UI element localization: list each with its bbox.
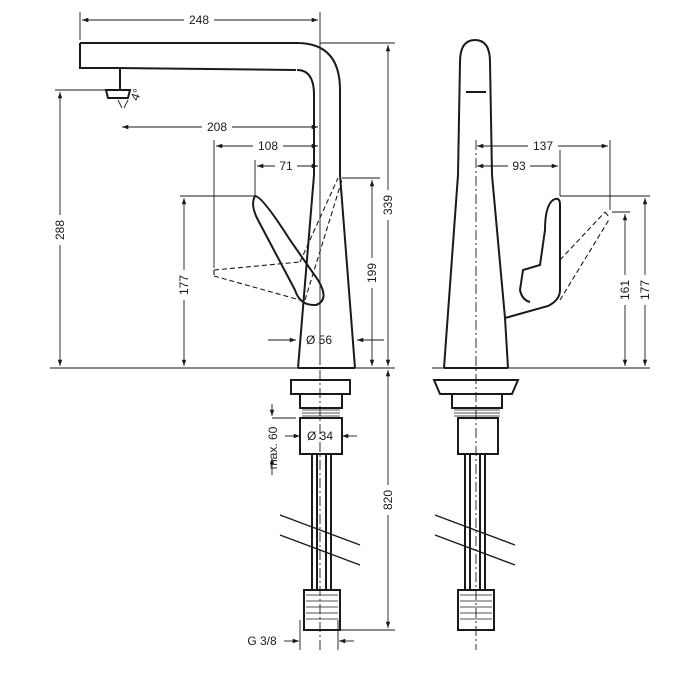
extension-lines — [50, 12, 650, 650]
label-177-side: 177 — [638, 280, 652, 300]
label-208: 208 — [207, 120, 227, 134]
label-199: 199 — [365, 263, 379, 283]
label-max-60: max. 60 — [266, 426, 280, 469]
label-71: 71 — [279, 159, 293, 173]
label-g-3-8: G 3/8 — [247, 634, 277, 648]
label-288: 288 — [53, 220, 67, 240]
front-base — [279, 379, 361, 631]
label-4-degree: 4° — [128, 87, 145, 103]
label-108: 108 — [258, 139, 278, 153]
label-161: 161 — [618, 280, 632, 300]
label-820: 820 — [381, 490, 395, 510]
lever-dashed-up — [299, 177, 343, 301]
front-view — [79, 42, 361, 631]
side-lever-dashed — [559, 211, 611, 301]
spout-outline — [79, 42, 341, 175]
label-diameter-56: Ø 56 — [306, 333, 332, 347]
lever-dashed-left — [213, 261, 301, 301]
side-view — [432, 38, 611, 631]
aerator — [104, 89, 132, 99]
label-339: 339 — [381, 195, 395, 215]
side-spout — [457, 38, 493, 176]
dimension-labels: 248 4° 208 108 71 339 288 177 199 Ø 56 m… — [53, 13, 652, 648]
label-137: 137 — [533, 139, 553, 153]
label-177-front: 177 — [177, 275, 191, 295]
side-lever — [504, 197, 561, 319]
spout-underside — [119, 67, 297, 71]
lever-solid — [252, 194, 325, 307]
label-248: 248 — [189, 13, 209, 27]
label-93: 93 — [512, 159, 526, 173]
center-lines — [319, 140, 477, 650]
label-diameter-34: Ø 34 — [307, 429, 333, 443]
